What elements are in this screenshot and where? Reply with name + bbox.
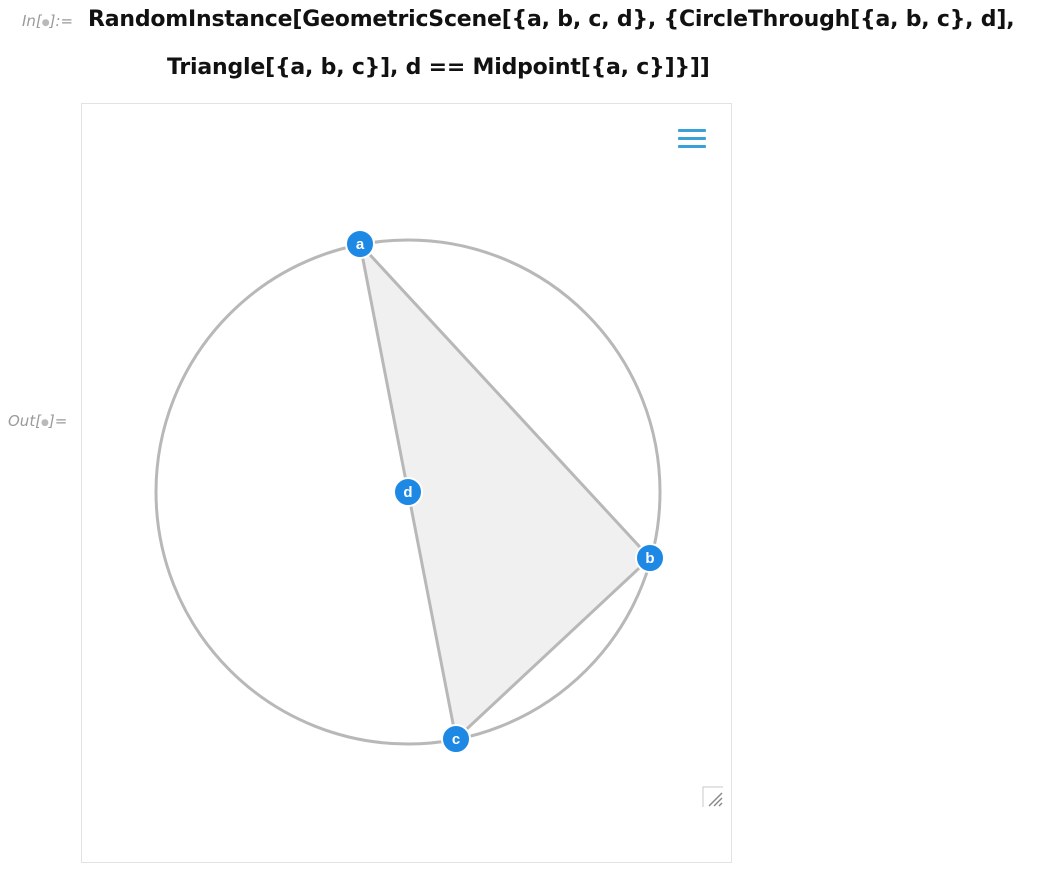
point-d[interactable]: d: [393, 477, 423, 507]
point-d-label: d: [403, 484, 412, 501]
resize-handle-icon[interactable]: [701, 785, 725, 809]
point-b[interactable]: b: [635, 543, 665, 573]
input-code-line-1[interactable]: RandomInstance[GeometricScene[{a, b, c, …: [88, 7, 1015, 32]
point-a-label: a: [356, 236, 365, 253]
geometric-scene-graphic: a b c d: [154, 229, 665, 754]
point-a[interactable]: a: [345, 229, 375, 259]
point-c-label: c: [452, 731, 460, 748]
point-c[interactable]: c: [441, 724, 471, 754]
point-b-label: b: [645, 550, 654, 567]
circumcircle: [154, 238, 662, 746]
hamburger-menu-icon[interactable]: [678, 127, 708, 151]
input-cell-label: In[●]:=: [22, 12, 74, 30]
input-code-line-2[interactable]: Triangle[{a, b, c}], d == Midpoint[{a, c…: [167, 55, 710, 80]
output-cell-label: Out[●]=: [8, 412, 68, 430]
geometric-scene-output[interactable]: a b c d: [81, 103, 732, 863]
